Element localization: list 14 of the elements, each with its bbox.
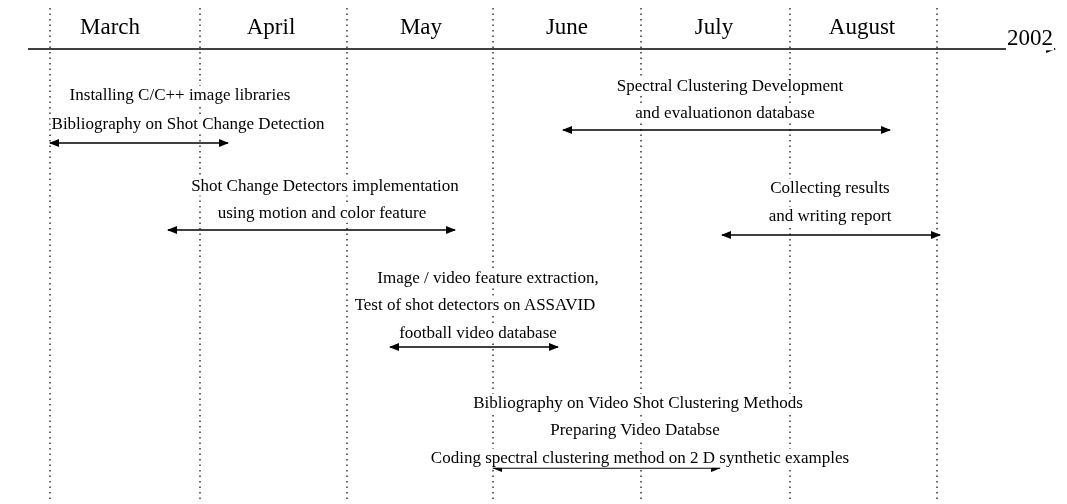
task-label: Collecting results (769, 178, 891, 198)
task-label: and evaluationon database (634, 103, 816, 123)
task-label: using motion and color feature (216, 203, 428, 223)
task-label: Shot Change Detectors implementation (190, 176, 460, 196)
task-label: Bibliography on Video Shot Clustering Methods (472, 393, 804, 413)
task-label: Test of shot detectors on ASSAVID (353, 295, 597, 315)
task-label: Coding spectral clustering method on 2 D synthetic examples (429, 448, 851, 468)
task-label: Image / video feature extraction, (376, 268, 600, 288)
task-label: and writing report (767, 206, 893, 226)
task-label: Preparing Video Databse (549, 420, 721, 440)
task-label: Bibliography on Shot Change Detection (50, 114, 326, 134)
task-label: football video database (398, 323, 558, 343)
task-label: Installing C/C++ image libraries (68, 85, 292, 105)
task-label: Spectral Clustering Development (615, 76, 845, 96)
